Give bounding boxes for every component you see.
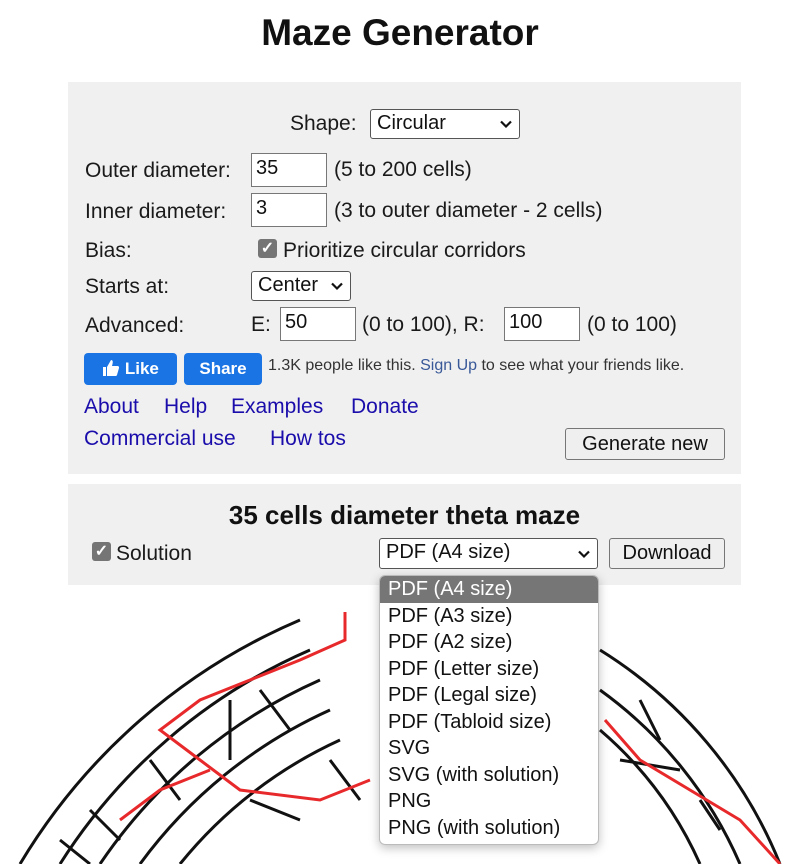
bias-label: Bias: xyxy=(85,239,132,262)
help-link[interactable]: Help xyxy=(164,395,208,418)
maze-wall xyxy=(58,648,311,864)
maze-heading: 35 cells diameter theta maze xyxy=(228,500,581,530)
format-option[interactable]: PNG xyxy=(388,790,432,812)
e-label: E: xyxy=(251,313,271,336)
facebook-social-text: 1.3K people like this. Sign Up to see wh… xyxy=(268,356,738,386)
chevron-down-icon xyxy=(577,542,591,565)
format-select-value: PDF (A4 size) xyxy=(386,541,511,563)
r-hint: (0 to 100) xyxy=(587,313,677,336)
inner-diameter-input[interactable]: 3 xyxy=(251,193,327,227)
solution-path xyxy=(119,768,211,822)
shape-select[interactable]: Circular xyxy=(370,109,520,139)
solution-label[interactable]: Solution xyxy=(116,542,192,565)
settings-panel: Shape: Circular Outer diameter: 35 (5 to… xyxy=(68,82,741,474)
bias-checkbox[interactable]: ✓ xyxy=(258,239,277,258)
outer-diameter-input[interactable]: 35 xyxy=(251,153,327,187)
maze-wall xyxy=(178,738,341,864)
result-panel: 35 cells diameter theta maze ✓ Solution … xyxy=(68,484,741,585)
how-tos-link[interactable]: How tos xyxy=(270,427,346,450)
format-option[interactable]: PDF (A2 size) xyxy=(388,631,513,653)
donate-link[interactable]: Donate xyxy=(351,395,419,418)
starts-at-label: Starts at: xyxy=(85,275,170,298)
maze-wall xyxy=(599,648,782,864)
format-option[interactable]: SVG xyxy=(388,737,431,759)
inner-diameter-hint: (3 to outer diameter - 2 cells) xyxy=(334,199,603,222)
format-select[interactable]: PDF (A4 size) xyxy=(379,538,598,569)
format-option[interactable]: SVG (with solution) xyxy=(388,763,560,786)
format-option[interactable]: PDF (Letter size) xyxy=(388,657,540,680)
signup-link[interactable]: Sign Up xyxy=(420,357,478,374)
format-option[interactable]: PDF (A3 size) xyxy=(388,604,513,627)
format-dropdown-list: PDF (A4 size) PDF (A3 size) PDF (A2 size… xyxy=(379,575,599,845)
e-input[interactable]: 50 xyxy=(280,307,356,341)
e-hint: (0 to 100), R: xyxy=(362,313,485,336)
shape-label: Shape: xyxy=(290,112,357,135)
page-title: Maze Generator xyxy=(261,12,539,53)
chevron-down-icon xyxy=(330,275,344,298)
starts-at-select-value: Center xyxy=(258,274,319,296)
format-option[interactable]: PDF (A4 size) xyxy=(380,576,598,603)
social-suffix-text: to see what your friends like. xyxy=(481,357,685,374)
maze-wall xyxy=(599,728,702,864)
maze-wall xyxy=(138,708,331,864)
starts-at-select[interactable]: Center xyxy=(251,271,351,301)
maze-preview xyxy=(18,612,782,864)
facebook-like-button[interactable]: Like xyxy=(84,353,177,385)
outer-diameter-label: Outer diameter: xyxy=(85,159,231,182)
about-link[interactable]: About xyxy=(84,395,139,418)
bias-checkbox-label[interactable]: Prioritize circular corridors xyxy=(283,239,526,262)
commercial-use-link[interactable]: Commercial use xyxy=(84,427,236,450)
solution-checkbox[interactable]: ✓ xyxy=(92,542,111,561)
like-count-text: 1.3K people like this. xyxy=(268,357,416,374)
solution-path xyxy=(603,719,782,864)
facebook-share-button[interactable]: Share xyxy=(184,353,262,385)
maze-wall xyxy=(599,688,742,864)
download-button[interactable]: Download xyxy=(609,538,725,569)
format-option[interactable]: PNG (with solution) xyxy=(388,816,561,839)
thumbs-up-icon xyxy=(102,356,120,388)
like-label: Like xyxy=(124,359,159,378)
inner-diameter-label: Inner diameter: xyxy=(85,200,227,223)
maze-wall xyxy=(18,618,301,864)
generate-new-button[interactable]: Generate new xyxy=(565,428,725,460)
solution-path xyxy=(157,612,371,802)
examples-link[interactable]: Examples xyxy=(231,395,324,418)
outer-diameter-hint: (5 to 200 cells) xyxy=(334,158,472,181)
shape-select-value: Circular xyxy=(377,112,446,134)
advanced-label: Advanced: xyxy=(85,314,185,337)
chevron-down-icon xyxy=(499,113,513,136)
format-option[interactable]: PDF (Tabloid size) xyxy=(388,710,552,733)
r-input[interactable]: 100 xyxy=(504,307,580,341)
format-option[interactable]: PDF (Legal size) xyxy=(388,684,537,706)
